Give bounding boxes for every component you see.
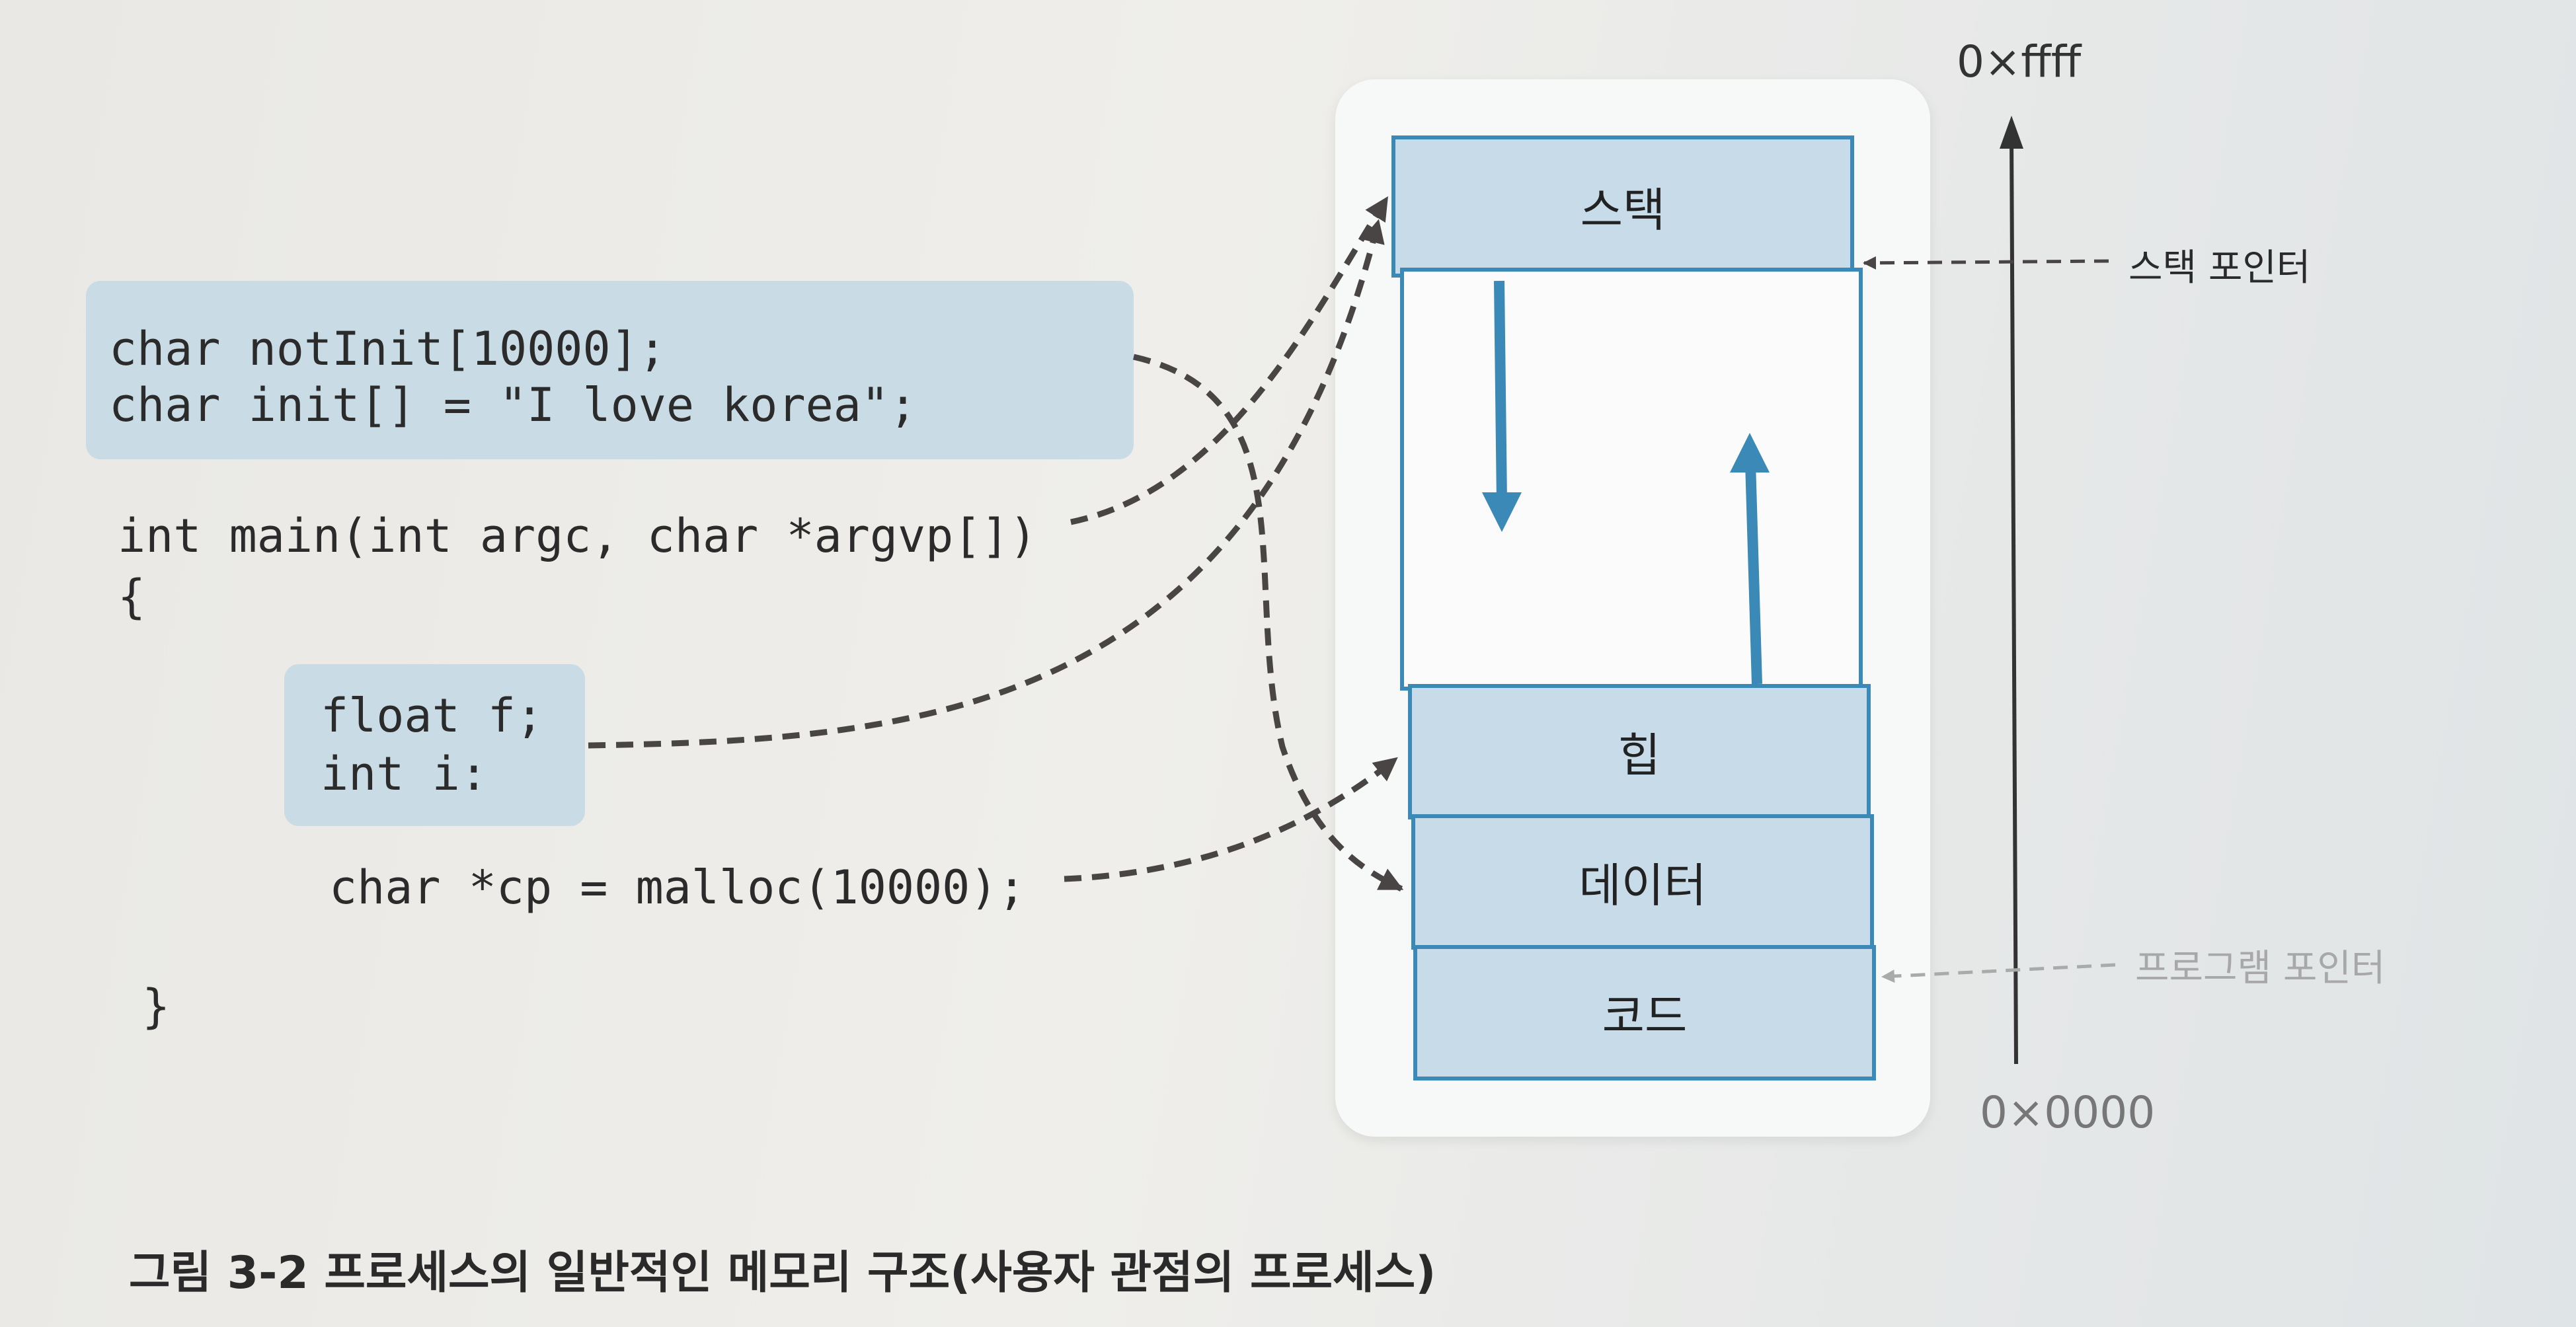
stack-growth-arrow [1494,280,1507,503]
globals-to-data-arrow [1133,354,1404,892]
data-label: 데이터 [1579,858,1707,913]
code-label: 코드 [1602,989,1688,1043]
heap-growth-arrow [1745,462,1762,685]
locals-to-stack-arrow [588,219,1385,749]
address-axis-line [2010,135,2018,1065]
main-to-stack-arrow [1070,196,1389,525]
stack-segment: 스택 [1391,135,1854,278]
code-open-brace: { [118,570,146,624]
code-global-line-2: char init[] = "I love korea"; [109,378,917,432]
program-pointer-arrow [1881,963,2116,983]
free-space-segment [1400,268,1863,691]
stack-pointer-arrow [1863,256,2109,270]
code-close-brace: } [142,979,171,1034]
axis-top-label: 0×ffff [1957,36,2082,87]
heap-label: 힙 [1618,728,1661,782]
axis-bottom-label: 0×0000 [1980,1087,2156,1138]
globals-highlight [86,281,1134,459]
locals-highlight [284,664,585,826]
code-segment: 코드 [1413,945,1876,1081]
program-pointer-label: 프로그램 포인터 [2135,947,2386,990]
stack-pointer-label: 스택 포인터 [2128,246,2311,289]
stack-label: 스택 [1580,183,1666,237]
data-segment: 데이터 [1411,814,1874,950]
malloc-to-heap-arrow [1064,756,1398,882]
address-axis-arrowhead [2000,116,2023,149]
code-main-signature: int main(int argc, char *argvp[]) [118,509,1037,563]
code-global-line-1: char notInit[10000]; [109,322,666,376]
heap-growth-arrowhead [1730,433,1770,473]
figure-caption: 그림 3-2 프로세스의 일반적인 메모리 구조(사용자 관점의 프로세스) [129,1247,1436,1299]
stack-growth-arrowhead [1482,492,1522,532]
code-malloc-line: char *cp = malloc(10000); [329,860,1026,915]
code-local-line-1: float f; [321,689,544,743]
code-local-line-2: int i: [321,747,488,801]
